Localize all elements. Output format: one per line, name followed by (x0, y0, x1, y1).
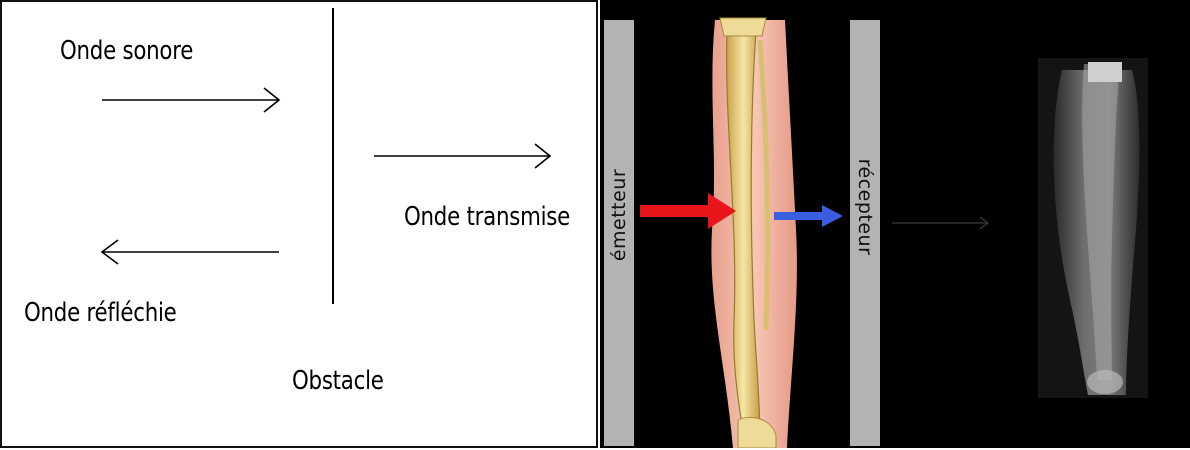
transmitted-wave-arrow (374, 144, 550, 168)
xray-imaging-diagram: émetteur récepteur (600, 0, 1190, 448)
sound-wave-label: Onde sonore (60, 36, 193, 66)
faint-output-arrow (892, 217, 988, 229)
xray-graphic (600, 0, 1190, 448)
transmitted-wave-label: Onde transmise (404, 202, 570, 232)
radiograph-image (1038, 58, 1148, 398)
incident-wave-arrow (102, 88, 279, 112)
reflected-wave-label: Onde réfléchie (24, 298, 177, 328)
obstacle-label: Obstacle (292, 366, 384, 396)
receiver-label: récepteur (854, 159, 876, 256)
emitter-label: émetteur (608, 169, 630, 261)
reflected-wave-arrow (102, 240, 279, 264)
leg-illustration (711, 18, 797, 448)
acoustic-wave-diagram: Onde sonore Onde transmise Onde réfléchi… (0, 0, 598, 448)
